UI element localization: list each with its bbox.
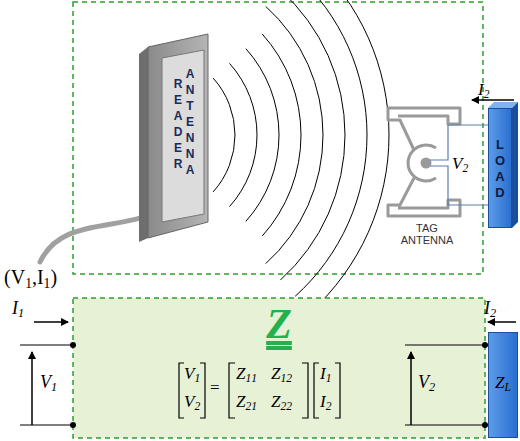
voltage-label: V2 xyxy=(452,154,468,174)
load-wire xyxy=(430,125,488,205)
wave-arc xyxy=(246,49,279,222)
current-arrow xyxy=(488,321,516,323)
port-wire xyxy=(405,345,485,425)
vertical-label: READER xyxy=(172,76,184,172)
matrix-entry: Z21 xyxy=(236,392,257,412)
vertical-label: ANTENNA xyxy=(184,66,196,178)
wave-arc xyxy=(295,0,367,296)
network-box xyxy=(73,298,485,438)
equals-sign: = xyxy=(210,378,220,398)
wave-arc xyxy=(213,78,235,192)
matrix-entry: Z12 xyxy=(271,364,292,384)
voltage-label: V2 xyxy=(418,372,435,393)
load-side xyxy=(512,102,518,228)
reader-body xyxy=(148,34,208,238)
matrix-bracket xyxy=(179,363,340,418)
voltage-arrow xyxy=(410,352,412,425)
matrix-entry: I2 xyxy=(320,392,331,412)
load-impedance-box: ZL xyxy=(488,332,518,438)
reader-cable xyxy=(40,215,150,262)
tag-label: TAG ANTENNA xyxy=(392,222,462,246)
matrix-entry: V2 xyxy=(184,392,200,412)
matrix-symbol: Z xyxy=(73,300,485,348)
port-label: (V1,I1) xyxy=(4,266,57,289)
wave-arc xyxy=(230,63,257,206)
terminal xyxy=(70,422,76,428)
port-wire xyxy=(20,345,73,425)
reader-panel xyxy=(162,50,204,222)
vertical-label: LOAD xyxy=(494,137,507,201)
terminal xyxy=(70,342,76,348)
wave-arc xyxy=(266,6,323,263)
voltage-label: V1 xyxy=(40,372,57,393)
reader-side xyxy=(139,47,148,242)
impedance-label: ZL xyxy=(489,373,517,393)
matrix-entry: V1 xyxy=(184,364,200,384)
wave-arc xyxy=(280,0,345,280)
current-arrow xyxy=(472,99,514,101)
scene-frame xyxy=(73,2,483,274)
current-label: I2 xyxy=(478,80,489,100)
current-label: I2 xyxy=(484,298,496,319)
wave-arc xyxy=(310,0,389,313)
radio-waves xyxy=(213,0,389,313)
matrix-entry: I1 xyxy=(320,364,331,384)
voltage-arrow xyxy=(31,352,33,425)
tag-antenna xyxy=(388,108,460,216)
current-arrow xyxy=(34,321,68,323)
reader-antenna: READERANTENNA xyxy=(164,66,204,216)
wave-arc xyxy=(262,34,301,236)
matrix-entry: Z22 xyxy=(271,392,292,412)
matrix-entry: Z11 xyxy=(236,364,257,384)
current-label: I1 xyxy=(12,298,24,319)
load-box: LOAD xyxy=(488,108,512,228)
